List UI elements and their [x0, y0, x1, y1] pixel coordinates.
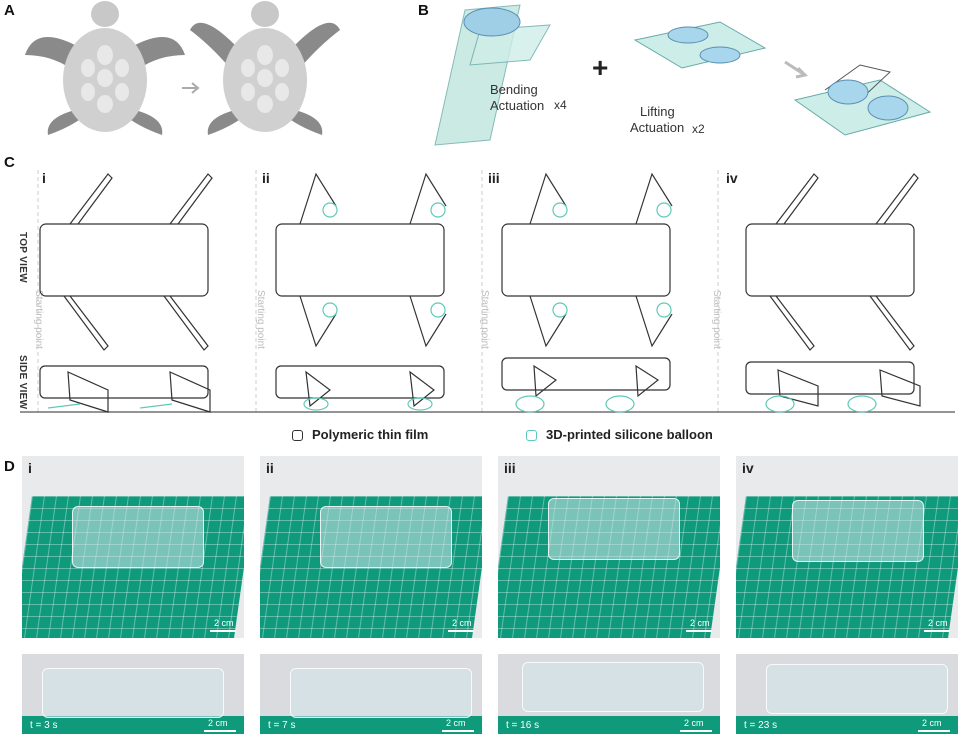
- step-label-c-3: iii: [488, 170, 500, 186]
- robot-top-view-2: [275, 172, 447, 348]
- photo-frame-2: ii 2 cm: [260, 456, 482, 638]
- turtle-icon: [25, 1, 185, 135]
- step-label-d-3: iii: [504, 460, 516, 476]
- side-photo-frame-4: t = 23 s 2 cm: [736, 654, 958, 734]
- scale-label-1: 2 cm: [214, 618, 234, 628]
- scale-bar-3: [686, 630, 712, 632]
- lifting-label-2: Actuation: [630, 120, 685, 135]
- bending-label-1: Bending: [490, 82, 538, 97]
- side-scale-label-2: 2 cm: [446, 718, 466, 728]
- side-scale-label-1: 2 cm: [208, 718, 228, 728]
- step-label-d-1: i: [28, 460, 32, 476]
- time-label-3: t = 16 s: [506, 720, 540, 731]
- lifting-multiplier: x2: [692, 122, 705, 136]
- panel-letter-a: A: [4, 2, 15, 19]
- scale-bar-4: [924, 630, 950, 632]
- side-scale-bar-2: [442, 730, 474, 732]
- side-scale-label-4: 2 cm: [922, 718, 942, 728]
- film-legend-swatch: [292, 430, 303, 441]
- side-photo-frame-2: t = 7 s 2 cm: [260, 654, 482, 734]
- balloon-legend-swatch: [526, 430, 537, 441]
- time-label-2: t = 7 s: [268, 720, 296, 731]
- plus-sign: +: [592, 52, 609, 83]
- robot-side-view-2: [275, 365, 445, 411]
- robot-top-view-1: [39, 173, 213, 351]
- time-label-4: t = 23 s: [744, 720, 778, 731]
- scale-label-3: 2 cm: [690, 618, 710, 628]
- side-scale-label-3: 2 cm: [684, 718, 704, 728]
- lifting-label-1: Lifting: [640, 104, 675, 119]
- time-label-1: t = 3 s: [30, 720, 58, 731]
- side-scale-bar-4: [918, 730, 950, 732]
- robot-side-view-1: [39, 365, 211, 413]
- panel-letter-b: B: [418, 2, 429, 19]
- bending-label-2: Actuation: [490, 98, 545, 113]
- panel-letter-d: D: [4, 458, 15, 475]
- bending-actuator-icon: [434, 4, 551, 146]
- robot-top-view-4: [745, 173, 919, 351]
- balloon-legend-label: 3D-printed silicone balloon: [546, 427, 713, 442]
- scale-bar-2: [448, 630, 474, 632]
- side-photo-frame-3: t = 16 s 2 cm: [498, 654, 720, 734]
- turtle-illustration: [25, 1, 340, 135]
- photo-frame-1: i 2 cm: [22, 456, 244, 638]
- panel-letter-c: C: [4, 154, 15, 171]
- scale-label-2: 2 cm: [452, 618, 472, 628]
- lifting-actuator-icon: [633, 21, 767, 69]
- photo-frame-4: iv 2 cm: [736, 456, 958, 638]
- photo-frame-3: iii 2 cm: [498, 456, 720, 638]
- step-label-c-4: iv: [726, 170, 738, 186]
- gait-diagram: [20, 170, 955, 413]
- step-label-d-4: iv: [742, 460, 754, 476]
- robot-top-view-3: [501, 172, 673, 348]
- actuator-illustration: [434, 4, 932, 146]
- robot-side-view-3: [501, 357, 671, 413]
- side-scale-bar-1: [204, 730, 236, 732]
- step-label-c-1: i: [42, 170, 46, 186]
- step-label-d-2: ii: [266, 460, 274, 476]
- film-legend-label: Polymeric thin film: [312, 427, 429, 442]
- robot-side-view-4: [745, 361, 921, 413]
- step-label-c-2: ii: [262, 170, 270, 186]
- scale-label-4: 2 cm: [928, 618, 948, 628]
- side-scale-bar-3: [680, 730, 712, 732]
- bending-multiplier: x4: [554, 98, 567, 112]
- scale-bar-1: [210, 630, 236, 632]
- side-photo-frame-1: t = 3 s 2 cm: [22, 654, 244, 734]
